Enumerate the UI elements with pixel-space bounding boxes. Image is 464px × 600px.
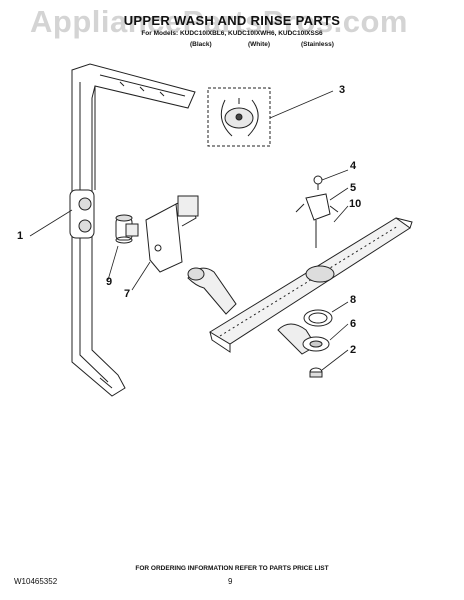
part-7-bracket bbox=[145, 195, 199, 273]
part-9-nozzle bbox=[115, 214, 139, 244]
part-3-hub-assembly bbox=[207, 87, 271, 147]
feed-tube bbox=[187, 267, 237, 315]
callout-3: 3 bbox=[339, 84, 346, 96]
page-title: UPPER WASH AND RINSE PARTS bbox=[123, 13, 341, 28]
callout-4: 4 bbox=[350, 160, 357, 172]
part-4-screw bbox=[313, 175, 323, 190]
model-list: For Models: KUDC10IXBL6, KUDC10IXWH6, KU… bbox=[141, 30, 323, 37]
part-2-nut bbox=[309, 367, 323, 378]
callout-10: 10 bbox=[349, 198, 362, 210]
ordering-note: FOR ORDERING INFORMATION REFER TO PARTS … bbox=[135, 565, 329, 572]
callout-6: 6 bbox=[350, 318, 357, 330]
part-10-spray-arm bbox=[209, 217, 413, 353]
part-1-supply-tube bbox=[69, 63, 196, 397]
leader-lines bbox=[29, 90, 349, 371]
document-number: W10465352 bbox=[14, 577, 58, 586]
callout-2: 2 bbox=[350, 344, 357, 356]
callout-9: 9 bbox=[106, 276, 113, 288]
watermark: AppliancePartsPros.com bbox=[30, 4, 408, 39]
variant-white: (White) bbox=[248, 41, 271, 48]
part-8-seal-ring bbox=[303, 309, 333, 327]
variant-stainless: (Stainless) bbox=[301, 41, 334, 48]
page-number: 9 bbox=[228, 577, 233, 586]
part-6-bearing bbox=[277, 323, 330, 355]
variant-black: (Black) bbox=[190, 41, 212, 48]
callout-7: 7 bbox=[124, 288, 131, 300]
callout-1: 1 bbox=[17, 230, 24, 242]
callout-8: 8 bbox=[350, 294, 357, 306]
callout-5: 5 bbox=[350, 182, 357, 194]
part-5-arm-mount bbox=[295, 193, 339, 248]
